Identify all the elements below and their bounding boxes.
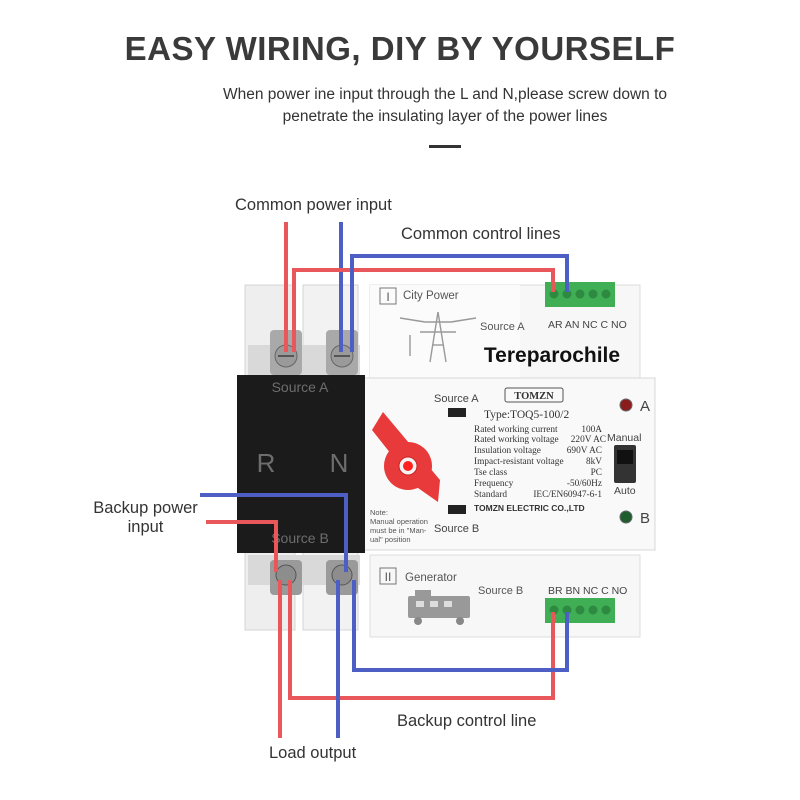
indicator-a-lamp: [619, 398, 633, 412]
label-load-output: Load output: [269, 744, 357, 762]
label-common-power-input: Common power input: [235, 196, 392, 214]
indicator-b-label: B: [640, 510, 650, 527]
generator-module-roman: II: [385, 570, 392, 584]
wire-control-red: [292, 268, 555, 352]
svg-text:Note:: Note:: [370, 508, 388, 517]
svg-text:must be in "Man-: must be in "Man-: [370, 526, 427, 535]
indicator-b-lamp: [619, 510, 633, 524]
manual-note: Note: Manual operation must be in "Man- …: [370, 508, 428, 544]
auto-label: Auto: [614, 485, 636, 497]
wire-backup-control-blue: [352, 580, 569, 672]
screw-icon: [331, 564, 353, 586]
wire-backup-red: [206, 520, 278, 572]
indicator-a-label: A: [640, 398, 650, 415]
generator-module-source: Source B: [478, 585, 523, 597]
front-source-b: Source B: [434, 523, 479, 535]
label-backup-power-input: Backup power input: [93, 499, 198, 536]
page-title: EASY WIRING, DIY BY YOURSELF: [124, 30, 676, 67]
spec-table: Rated working current 100A Rated working…: [474, 425, 606, 500]
block-r-label: R: [257, 448, 276, 478]
wire-backup-control-red: [288, 580, 555, 700]
svg-text:ual" position: ual" position: [370, 535, 411, 544]
label-backup-control-line: Backup control line: [397, 712, 537, 730]
svg-text:IEC/EN60947-6-1: IEC/EN60947-6-1: [533, 490, 602, 500]
svg-text:PC: PC: [591, 468, 602, 478]
svg-text:100A: 100A: [581, 425, 602, 435]
front-panel: Source A Source B TOMZN Type:TOQ5-100/2 …: [361, 377, 656, 551]
title-divider: [429, 145, 461, 148]
front-source-a: Source A: [434, 393, 479, 405]
city-module-terminals: AR AN NC C NO: [548, 319, 627, 331]
city-power-module: I City Power Source A AR AN NC C NO: [369, 282, 641, 381]
power-tower-icon: [399, 311, 477, 363]
svg-text:Impact-resistant voltage: Impact-resistant voltage: [474, 457, 564, 467]
city-module-source: Source A: [480, 321, 525, 333]
generator-icon: [408, 590, 470, 625]
city-module-roman: I: [386, 290, 389, 304]
manual-label: Manual: [607, 432, 641, 444]
svg-text:8kV: 8kV: [586, 457, 602, 467]
svg-text:Rated working current: Rated working current: [474, 425, 558, 435]
brand-logo: TOMZN: [514, 391, 554, 402]
svg-text:Insulation voltage: Insulation voltage: [474, 446, 541, 456]
svg-text:220V AC: 220V AC: [571, 435, 606, 445]
svg-text:690V AC: 690V AC: [567, 446, 602, 456]
label-common-control-lines: Common control lines: [401, 225, 561, 243]
svg-text:Rated working voltage: Rated working voltage: [474, 435, 559, 445]
watermark-text: Tereparochile: [484, 344, 620, 367]
generator-module-terminals: BR BN NC C NO: [548, 585, 627, 597]
svg-text:Tse class: Tse class: [474, 468, 508, 478]
subtitle-line-1: When power ine input through the L and N…: [222, 86, 668, 103]
subtitle-line-2: penetrate the insulating layer of the po…: [282, 108, 608, 125]
page-subtitle: When power ine input through the L and N…: [150, 84, 740, 128]
city-module-title: City Power: [403, 290, 459, 302]
generator-module: II Generator Source B BR BN NC C NO: [369, 554, 641, 638]
rotary-knob[interactable]: [372, 412, 440, 502]
block-source-b: Source B: [271, 530, 329, 546]
svg-text:Frequency: Frequency: [474, 479, 514, 489]
block-source-a: Source A: [272, 379, 329, 395]
source-a-window: [448, 408, 466, 417]
top-screw-terminals: [270, 330, 358, 375]
svg-text:Standard: Standard: [474, 490, 507, 500]
source-b-window: [448, 505, 466, 514]
generator-module-title: Generator: [405, 572, 457, 584]
wire-control-blue: [350, 254, 569, 352]
company-name: TOMZN ELECTRIC CO.,LTD: [474, 503, 585, 513]
svg-text:-50/60Hz: -50/60Hz: [567, 479, 602, 489]
wire-backup-blue: [200, 493, 348, 572]
block-n-label: N: [330, 448, 349, 478]
wires: [200, 222, 569, 738]
type-label: Type:TOQ5-100/2: [484, 409, 569, 421]
svg-text:Manual operation: Manual operation: [370, 517, 428, 526]
